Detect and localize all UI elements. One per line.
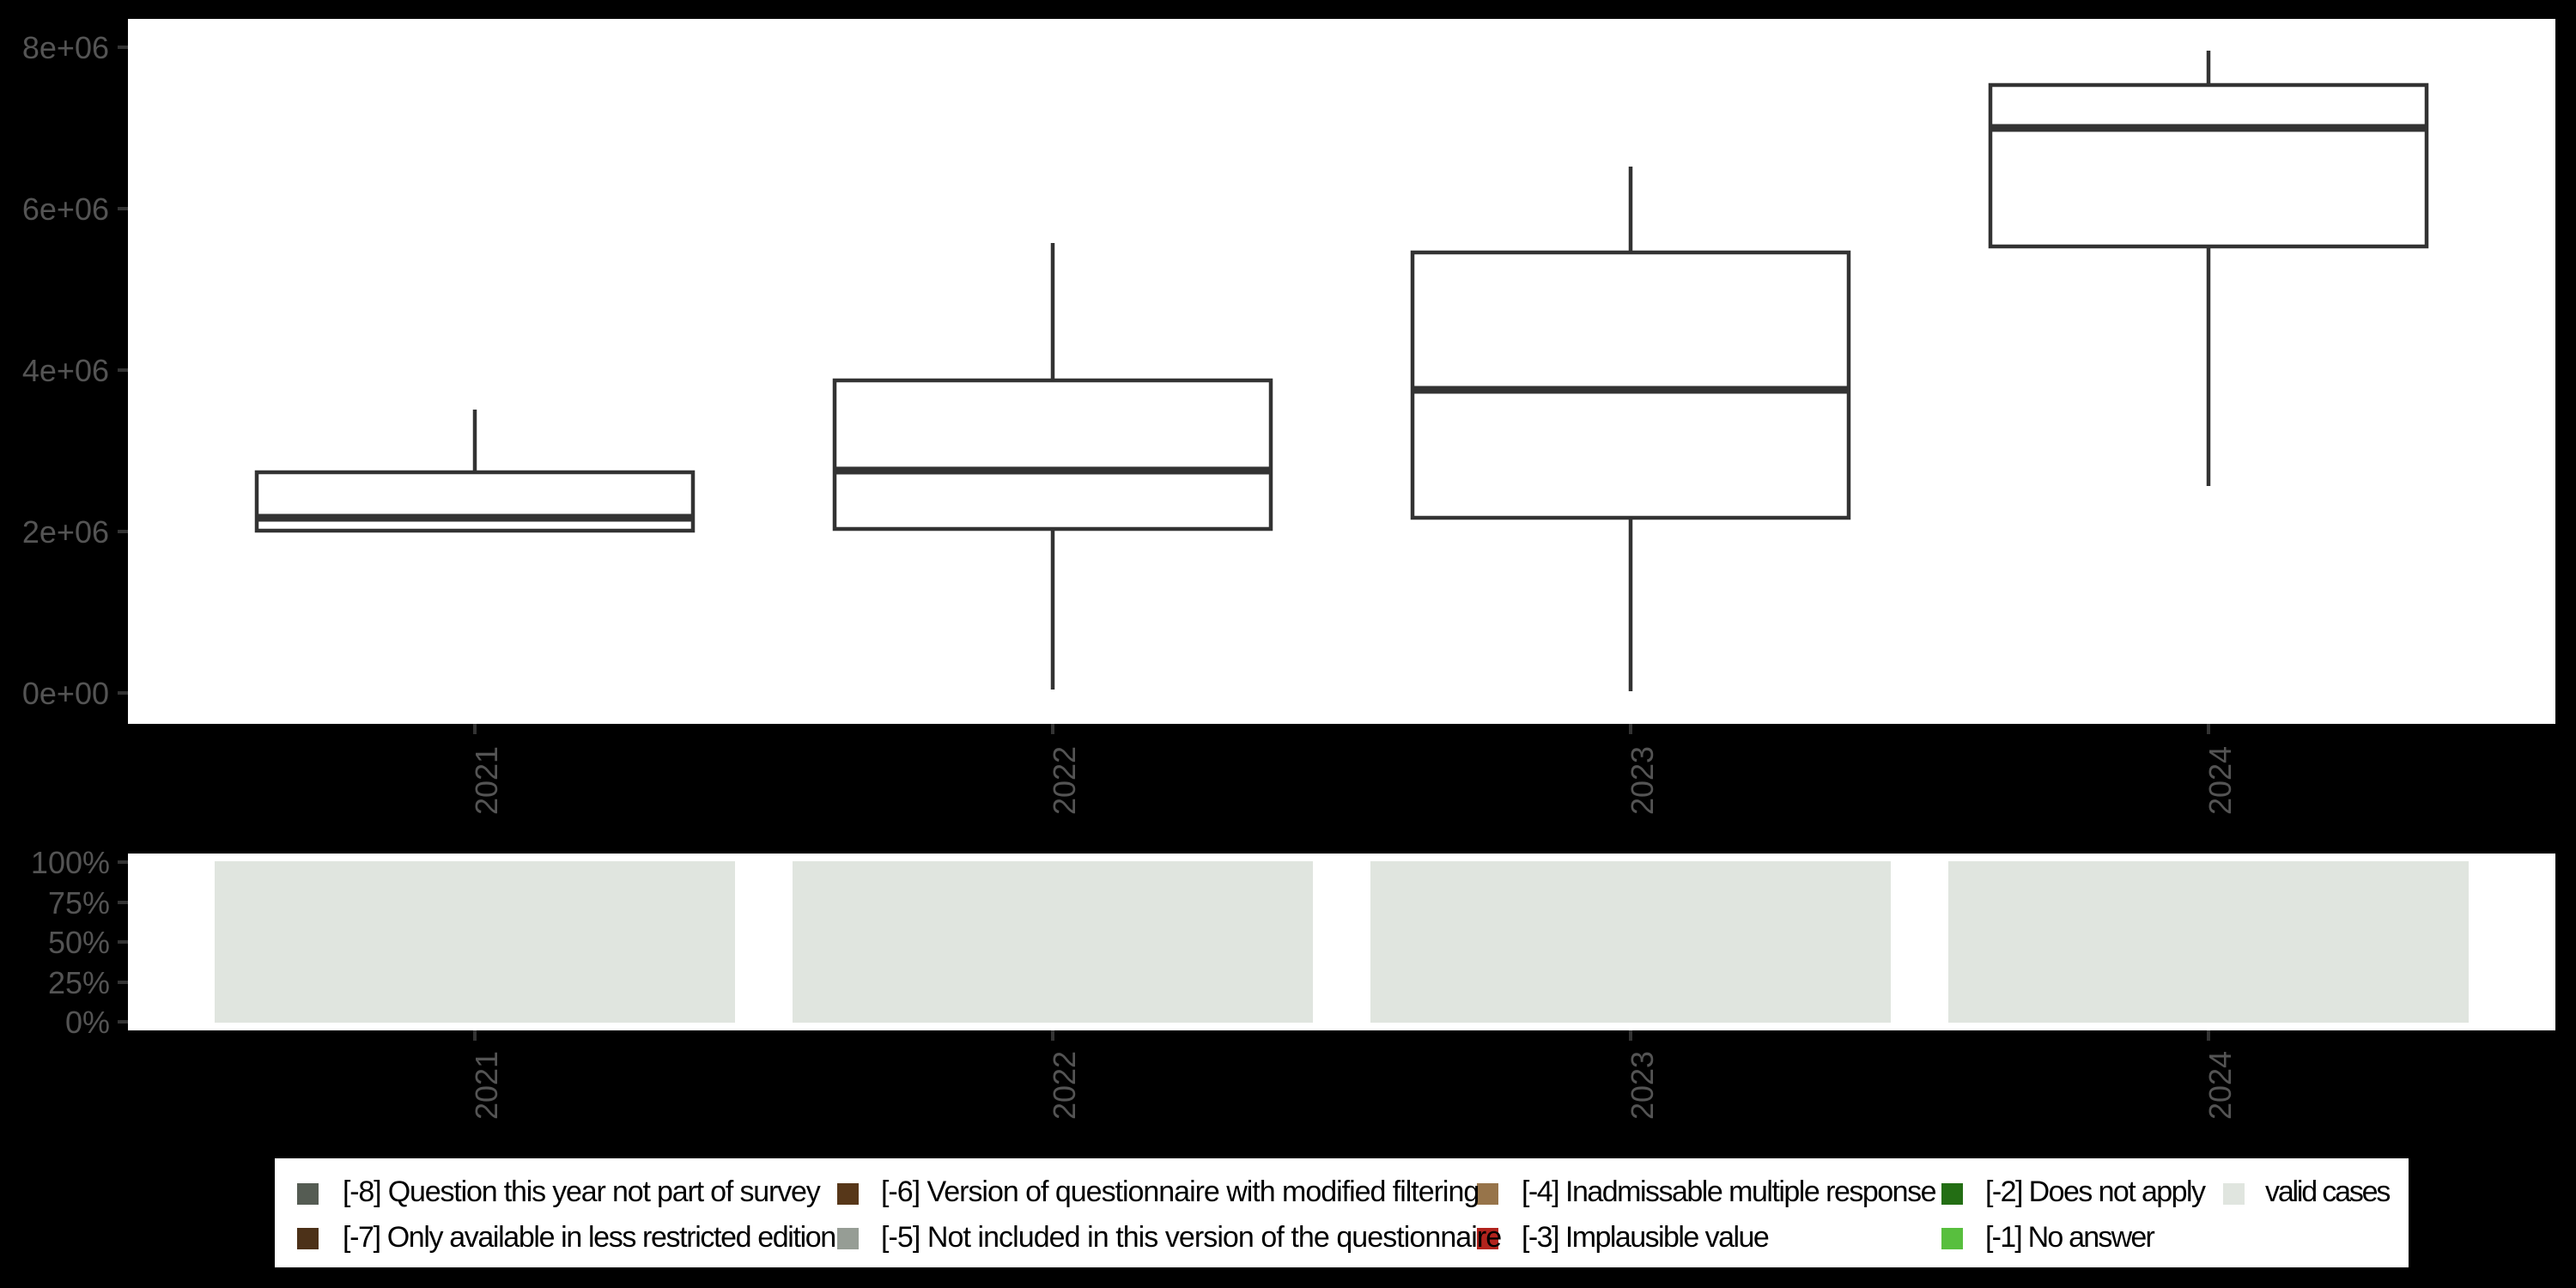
svg-text:25%: 25%	[48, 965, 110, 1000]
svg-text:2021: 2021	[469, 1051, 504, 1120]
svg-text:[-5] Not included in this vers: [-5] Not included in this version of the…	[881, 1221, 1501, 1254]
svg-text:2022: 2022	[1047, 746, 1082, 815]
svg-text:valid cases: valid cases	[2265, 1176, 2390, 1208]
svg-text:2e+06: 2e+06	[22, 514, 109, 550]
svg-text:[-2] Does not apply: [-2] Does not apply	[1985, 1176, 2206, 1208]
svg-text:[-6] Version of questionnaire: [-6] Version of questionnaire with modif…	[881, 1176, 1479, 1208]
svg-text:8e+06: 8e+06	[22, 30, 109, 65]
svg-text:[-4] Inadmissable multiple res: [-4] Inadmissable multiple response	[1522, 1176, 1936, 1208]
svg-text:2021: 2021	[469, 746, 504, 815]
svg-text:[-3] Implausible value: [-3] Implausible value	[1522, 1221, 1769, 1254]
svg-text:6e+06: 6e+06	[22, 191, 109, 227]
svg-text:75%: 75%	[48, 885, 110, 920]
svg-text:2023: 2023	[1625, 746, 1660, 815]
svg-text:50%: 50%	[48, 925, 110, 960]
svg-text:4e+06: 4e+06	[22, 353, 109, 388]
svg-text:0e+00: 0e+00	[22, 676, 109, 711]
svg-text:2022: 2022	[1047, 1051, 1082, 1120]
svg-text:100%: 100%	[31, 845, 110, 880]
svg-text:0%: 0%	[65, 1005, 110, 1040]
svg-text:2024: 2024	[2202, 746, 2238, 815]
svg-text:2023: 2023	[1625, 1051, 1660, 1120]
svg-text:[-8] Question this year not pa: [-8] Question this year not part of surv…	[343, 1176, 821, 1208]
svg-text:[-7] Only available in less re: [-7] Only available in less restricted e…	[343, 1221, 835, 1254]
svg-text:2024: 2024	[2202, 1051, 2238, 1120]
svg-text:[-1] No answer: [-1] No answer	[1985, 1221, 2154, 1254]
